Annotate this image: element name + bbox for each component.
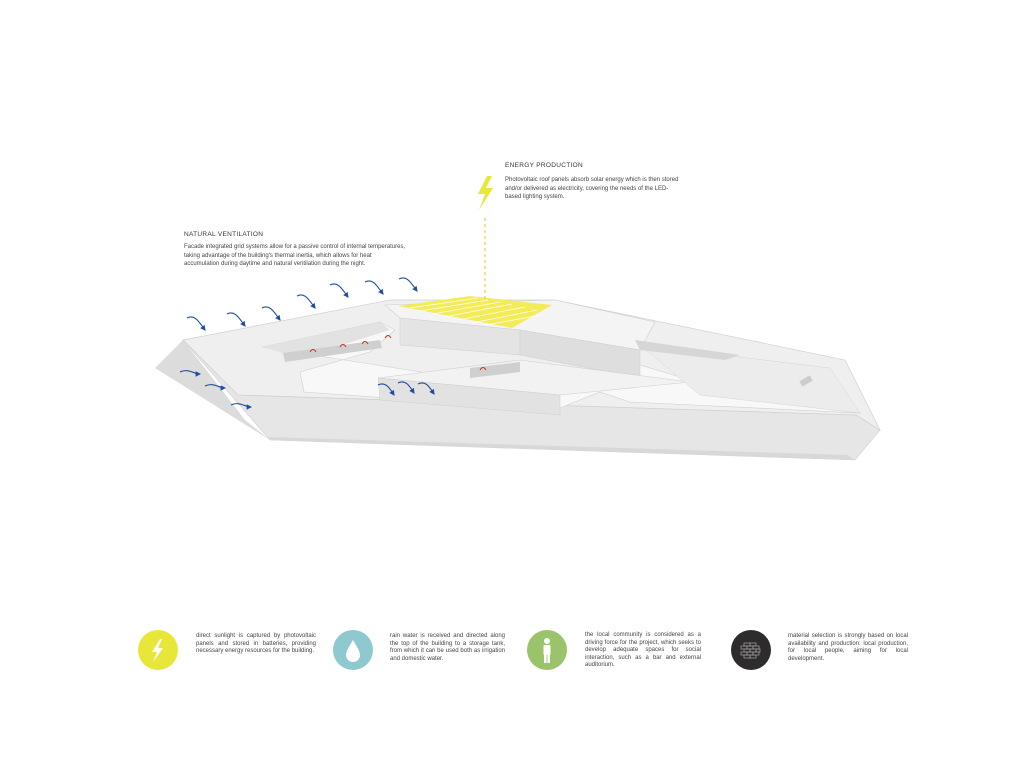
interior-accents	[309, 335, 487, 371]
person-icon	[543, 638, 551, 663]
legend-water-circle	[333, 630, 373, 670]
ventilation-title: NATURAL VENTILATION	[184, 231, 264, 238]
legend-community-circle	[527, 630, 567, 670]
legend-material-circle	[731, 630, 771, 670]
solar-panels	[398, 296, 552, 328]
legend-energy-circle	[138, 630, 178, 670]
legend-community-text: the local community is considered as a d…	[585, 632, 701, 669]
energy-text: Photovoltaic roof panels absorb solar en…	[505, 177, 679, 201]
lightning-icon	[152, 639, 163, 662]
legend-water-text: rain water is received and directed alon…	[390, 633, 505, 662]
water-drop-icon	[346, 640, 360, 662]
energy-title: ENERGY PRODUCTION	[505, 162, 583, 169]
legend-material-text: material selection is strongly based on …	[788, 633, 908, 662]
legend-energy-text: direct sunlight is captured by photovolt…	[196, 633, 316, 655]
brick-wall-icon	[740, 642, 761, 659]
wind-arrows	[179, 277, 435, 410]
ventilation-text: Facade integrated grid systems allow for…	[184, 244, 406, 268]
